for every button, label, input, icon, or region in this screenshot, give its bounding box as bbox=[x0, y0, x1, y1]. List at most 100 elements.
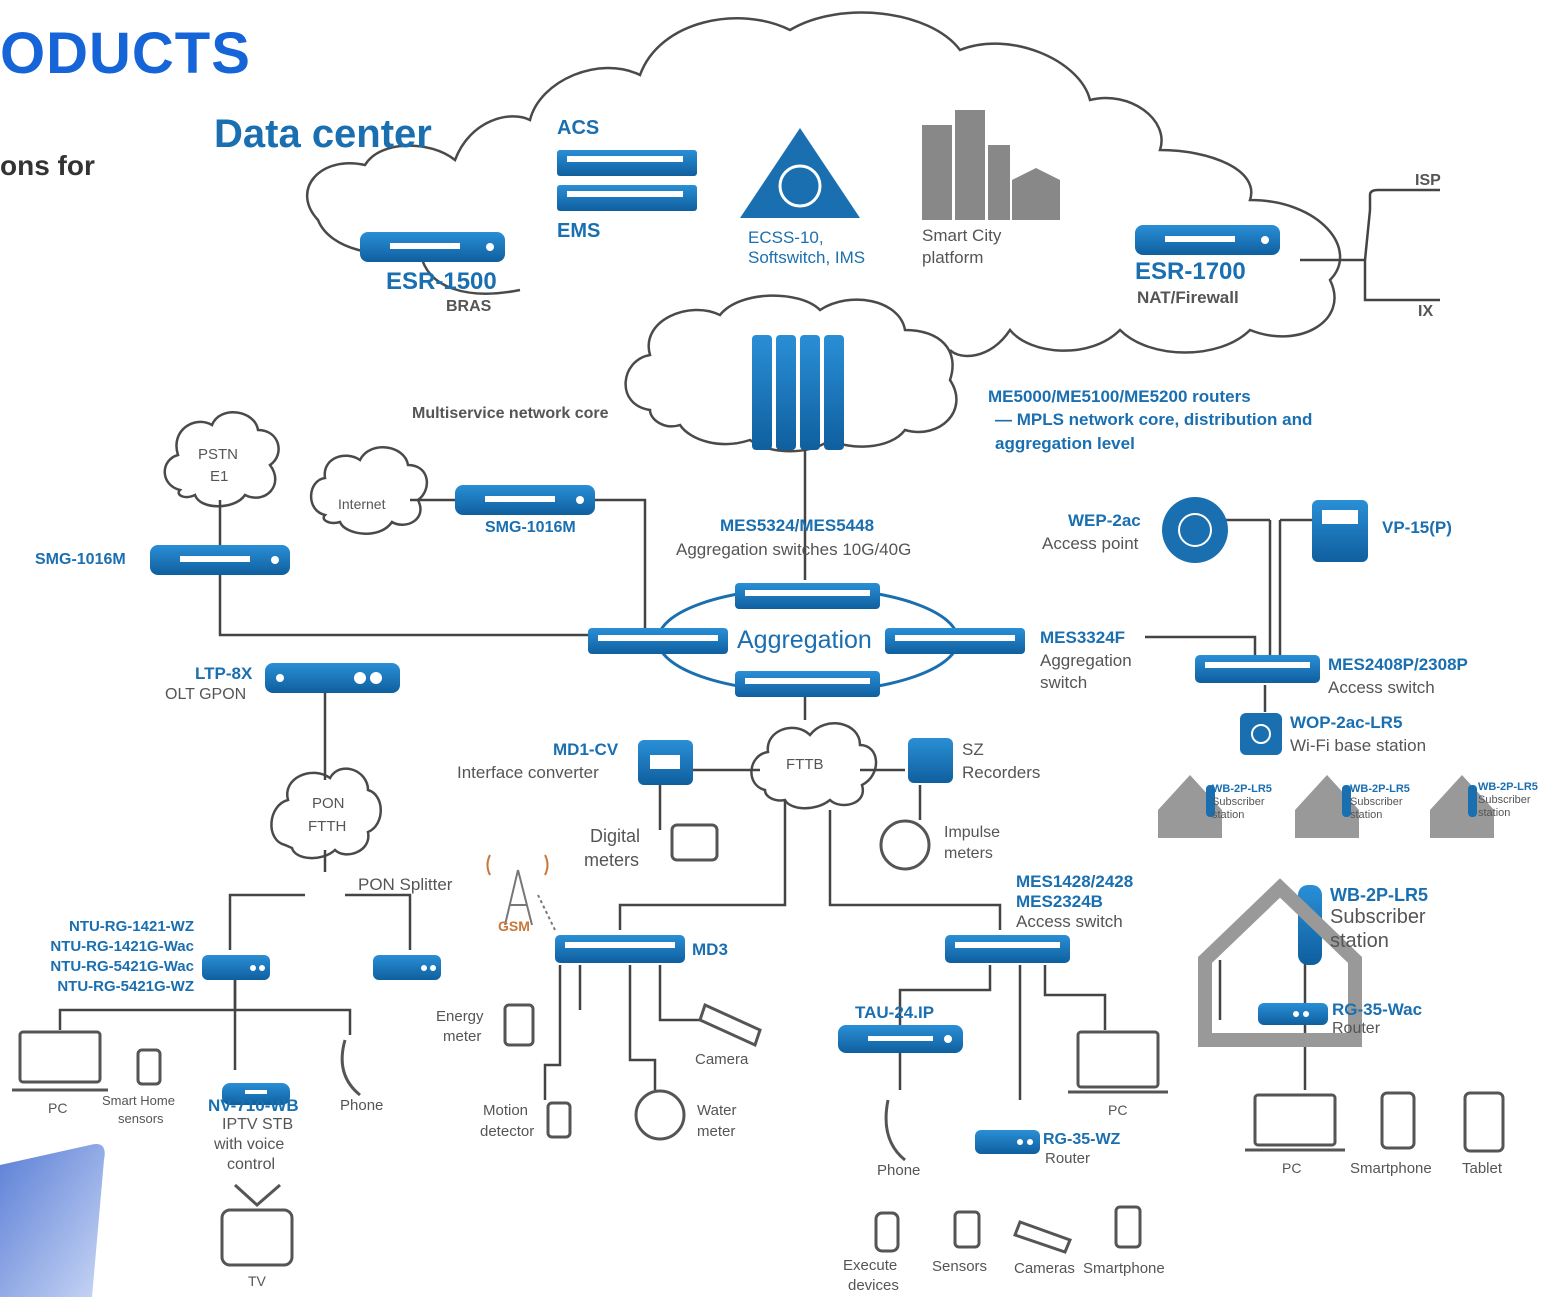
ntu-device bbox=[202, 955, 270, 980]
smart-home-sensor-icon bbox=[136, 1048, 162, 1086]
ntu4-label: NTU-RG-5421G-WZ bbox=[57, 978, 194, 995]
pc3-label: PC bbox=[1282, 1160, 1302, 1176]
wb-big-sub1: Subscriber bbox=[1330, 906, 1426, 928]
pstn-cloud bbox=[163, 411, 280, 508]
water-label: Water bbox=[697, 1102, 737, 1119]
wb-small-2-label: WB-2P-LR5 bbox=[1350, 783, 1410, 795]
ltp-label: LTP-8X bbox=[195, 664, 253, 683]
md3-device bbox=[555, 935, 685, 963]
devices-label: devices bbox=[848, 1277, 899, 1294]
sz-label: SZ bbox=[962, 740, 984, 759]
mes3324-sub2: switch bbox=[1040, 673, 1088, 692]
digital-meter-icon bbox=[670, 823, 719, 862]
acs-device-1 bbox=[557, 150, 697, 176]
decorative-corner-shape bbox=[0, 1144, 105, 1297]
gsm-label: GSM bbox=[498, 918, 530, 934]
wb-small-1-sub2: station bbox=[1212, 809, 1245, 821]
motion-detector-icon bbox=[546, 1101, 572, 1139]
internet-cloud bbox=[309, 446, 429, 535]
energy-meter-label: meter bbox=[443, 1028, 482, 1045]
fttb-cloud bbox=[750, 722, 878, 810]
access-point-label: Access point bbox=[1042, 534, 1139, 553]
camera-icon bbox=[698, 1002, 762, 1048]
mes3324-label: MES3324F bbox=[1040, 628, 1126, 647]
wep-access-point-icon bbox=[1162, 497, 1228, 563]
md1-label: MD1-CV bbox=[553, 740, 619, 759]
smartphone-icon bbox=[1380, 1091, 1416, 1150]
me-routers-label: ME5000/ME5100/ME5200 routers bbox=[988, 387, 1251, 406]
ltp-device bbox=[265, 663, 400, 693]
mes1428-label: MES1428/2428 bbox=[1016, 872, 1134, 891]
ftth-label: FTTH bbox=[308, 818, 347, 835]
digital-label: Digital bbox=[590, 826, 641, 846]
cameras-icon bbox=[1013, 1220, 1072, 1254]
pc2-label: PC bbox=[1108, 1102, 1128, 1118]
mes1428-device bbox=[945, 935, 1070, 963]
aggregation-label: Aggregation bbox=[737, 626, 872, 654]
tv-label: TV bbox=[248, 1273, 266, 1289]
impulse-meter-icon bbox=[879, 819, 931, 871]
wb-small-2-sub1: Subscriber bbox=[1350, 796, 1403, 808]
gsm-tower-icon bbox=[486, 854, 556, 931]
me-desc-2: aggregation level bbox=[995, 434, 1135, 453]
wb-big-label: WB-2P-LR5 bbox=[1330, 885, 1428, 905]
datacenter-cloud bbox=[305, 11, 1342, 358]
agg-switches-label: Aggregation switches 10G/40G bbox=[676, 540, 912, 559]
core-router-1 bbox=[752, 335, 772, 450]
ecss-sub-label: Softswitch, IMS bbox=[748, 248, 866, 267]
energy-label: Energy bbox=[436, 1008, 484, 1025]
impulse-label: Impulse bbox=[944, 824, 1001, 841]
connection-lines bbox=[58, 188, 1440, 1100]
tau-label: TAU-24.IP bbox=[855, 1003, 935, 1022]
motion-label: Motion bbox=[483, 1102, 529, 1119]
execute-device-icon bbox=[874, 1211, 900, 1253]
me-desc-1: — MPLS network core, distribution and bbox=[995, 410, 1313, 429]
wb-small-3-label: WB-2P-LR5 bbox=[1478, 781, 1538, 793]
clouds bbox=[163, 11, 1342, 860]
house-big-icon bbox=[1198, 878, 1362, 1047]
data-center-label: Data center bbox=[214, 112, 432, 156]
wep-label: WEP-2ac bbox=[1068, 511, 1141, 530]
pon-cloud bbox=[270, 767, 382, 860]
ntu1-label: NTU-RG-1421-WZ bbox=[68, 918, 194, 935]
vp15-device bbox=[1312, 500, 1368, 562]
core-router-2 bbox=[776, 335, 796, 450]
detector-label: detector bbox=[480, 1123, 535, 1140]
smartphone2-label: Smartphone bbox=[1083, 1260, 1165, 1277]
impulse-meters-label: meters bbox=[944, 845, 993, 862]
smart-city-buildings-icon bbox=[922, 110, 1060, 220]
tablet-label: Tablet bbox=[1462, 1160, 1503, 1177]
houses bbox=[1158, 775, 1494, 1047]
rg35wac-label: RG-35-Wac bbox=[1332, 1000, 1423, 1019]
pc2-icon bbox=[1076, 1030, 1160, 1089]
mes2324b-label: MES2324B bbox=[1016, 892, 1103, 911]
camera-label: Camera bbox=[695, 1051, 749, 1068]
water-meter-label: meter bbox=[697, 1123, 736, 1140]
smg-left-label: SMG-1016M bbox=[35, 551, 126, 568]
mes5324-label: MES5324/MES5448 bbox=[720, 516, 875, 535]
sensor-icon bbox=[953, 1210, 981, 1249]
wb-small-1-label: WB-2P-LR5 bbox=[1212, 783, 1272, 795]
pc1-label: PC bbox=[48, 1100, 68, 1116]
phone1-icon bbox=[340, 1039, 361, 1097]
water-meter-icon bbox=[634, 1089, 686, 1141]
wb-small-3-sub1: Subscriber bbox=[1478, 794, 1531, 806]
core-cloud bbox=[624, 294, 958, 453]
esr1700-label: ESR-1700 bbox=[1135, 258, 1246, 285]
tablet-icon bbox=[1463, 1091, 1505, 1153]
digital-meters-label: meters bbox=[584, 850, 640, 870]
multiservice-core-label: Multiservice network core bbox=[412, 405, 609, 422]
pon-label: PON bbox=[312, 795, 345, 812]
isp-label: ISP bbox=[1415, 172, 1441, 189]
wop-label: WOP-2ac-LR5 bbox=[1290, 713, 1403, 732]
smart-city-sub-label: platform bbox=[922, 248, 984, 267]
ntu3-label: NTU-RG-5421G-Wac bbox=[50, 958, 194, 975]
phone2-label: Phone bbox=[877, 1162, 921, 1179]
recorders-label: Recorders bbox=[962, 763, 1041, 782]
iface-conv-label: Interface converter bbox=[457, 763, 599, 782]
mes3324-sub1: Aggregation bbox=[1040, 651, 1132, 670]
vp15-label: VP-15(P) bbox=[1382, 518, 1452, 537]
acs-device-2 bbox=[557, 185, 697, 211]
